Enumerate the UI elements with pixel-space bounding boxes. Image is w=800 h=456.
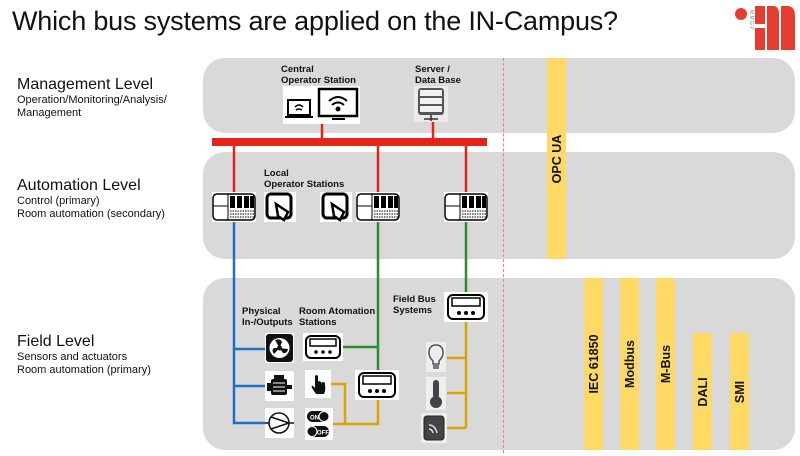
bus-label: OPC UA	[549, 134, 564, 183]
level-title: Field Level	[17, 333, 95, 350]
label-line: In-/Outputs	[242, 317, 293, 328]
plc-controller-icon	[356, 192, 400, 222]
on-label: ON	[310, 416, 319, 422]
automation-level-band	[203, 152, 795, 259]
field-bus-controller-icon	[444, 292, 488, 322]
label-line: Room Atomation	[299, 306, 376, 317]
label-line: Stations	[299, 317, 337, 328]
level-subtitle: Sensors and actuators	[17, 351, 128, 363]
automation-level-label: Automation Level Control (primary) Room …	[17, 177, 165, 221]
light-bulb-icon	[426, 342, 446, 372]
bus-label: IEC 61850	[586, 334, 601, 394]
fan-icon	[265, 333, 294, 363]
level-subtitle: Room automation (primary)	[17, 364, 151, 376]
level-subtitle: Room automation (secondary)	[17, 208, 165, 220]
bus-label: DALI	[695, 376, 710, 407]
touch-panel-icon	[320, 192, 352, 222]
bus-iec-61850: IEC 61850	[584, 278, 603, 450]
wireless-sensor-icon	[421, 413, 447, 443]
bus-dali: DALI	[693, 333, 712, 450]
bus-label: SMI	[732, 380, 747, 403]
physical-io-label: Physical In-/Outputs	[242, 306, 293, 328]
motor-icon	[265, 371, 294, 401]
off-label: OFF	[317, 431, 329, 437]
bus-label: Modbus	[622, 340, 637, 388]
field-bus-line	[447, 320, 468, 430]
label-line: Systems	[393, 305, 433, 316]
bus-smi: SMI	[730, 333, 749, 450]
slide-title: Which bus systems are applied on the IN-…	[12, 6, 618, 36]
field-bus-systems-label: Field Bus Systems	[393, 294, 436, 316]
label-line: Data Base	[415, 75, 461, 86]
room-automation-line	[337, 222, 380, 372]
level-subtitle: Control (primary)	[17, 195, 100, 207]
touch-panel-icon	[264, 192, 296, 222]
label-line: Physical	[242, 306, 281, 317]
thermometer-icon	[426, 377, 446, 410]
room-automation-station-icon	[303, 333, 343, 361]
level-title: Management Level	[17, 76, 154, 93]
bus-m-bus: M-Bus	[656, 278, 675, 450]
label-line: Field Bus	[393, 294, 436, 305]
level-title: Automation Level	[17, 177, 141, 194]
management-level-label: Management Level Operation/Monitoring/An…	[17, 76, 167, 120]
pgmm-logo-icon: M M G P	[735, 4, 797, 52]
server-label: Server / Data Base	[415, 64, 461, 86]
svg-text:M M G P: M M G P	[748, 10, 754, 30]
plc-controller-icon	[212, 192, 256, 222]
field-line	[331, 382, 380, 426]
pump-icon	[265, 408, 294, 438]
label-line: Operator Stations	[264, 179, 345, 190]
bus-modbus: Modbus	[620, 278, 639, 450]
server-icon	[414, 86, 448, 122]
divider-line	[503, 58, 504, 453]
touch-button-icon	[305, 370, 331, 398]
label-line: Operator Station	[281, 75, 356, 86]
room-automation-station-icon	[355, 370, 399, 400]
label-line: Central	[281, 64, 314, 75]
field-level-label: Field Level Sensors and actuators Room a…	[17, 333, 151, 377]
room-automation-stations-label: Room Atomation Stations	[299, 306, 375, 328]
central-operator-station-icon	[283, 86, 360, 124]
level-subtitle: Management	[17, 107, 82, 119]
physical-io-line	[232, 222, 265, 425]
bus-label: M-Bus	[658, 344, 673, 384]
on-off-switch-icon: ON OFF	[305, 408, 333, 440]
bus-opc-ua: OPC UA	[547, 58, 566, 259]
level-subtitle: Operation/Monitoring/Analysis/	[17, 94, 167, 106]
label-line: Server /	[415, 64, 450, 75]
ethernet-bus-line	[212, 138, 487, 146]
local-operator-stations-label: Local Operator Stations	[264, 168, 344, 190]
central-operator-station-label: Central Operator Station	[281, 64, 356, 86]
label-line: Local	[264, 168, 289, 179]
plc-controller-icon	[444, 192, 488, 222]
